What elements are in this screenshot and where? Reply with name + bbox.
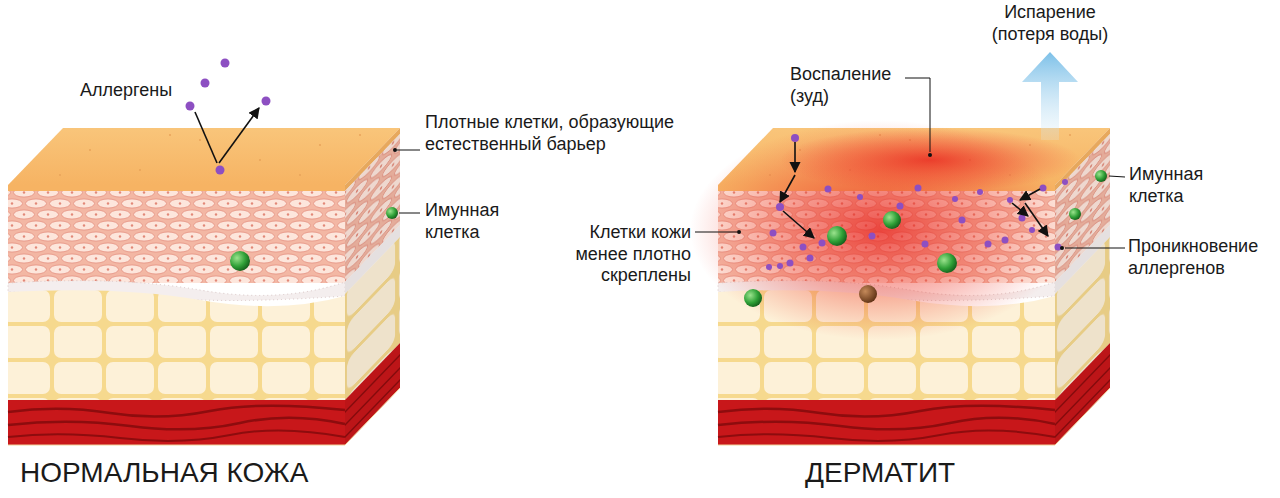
panel-title: ДЕРМАТИТ xyxy=(805,456,1105,490)
callout-label: Испарение (потеря воды) xyxy=(975,2,1125,45)
callout-label: Имунная клетка xyxy=(1129,164,1229,207)
dermatitis-skin xyxy=(690,52,1125,445)
callout-label: Имунная клетка xyxy=(425,200,520,243)
callout-label: Клетки кожи менее плотно скреплены xyxy=(555,222,691,287)
panel-title: НОРМАЛЬНАЯ КОЖА xyxy=(20,456,400,490)
callout-label: Аллергены xyxy=(80,80,190,102)
callout-label: Проникновение аллергенов xyxy=(1128,236,1276,279)
callout-label: Плотные клетки, образующие естественный … xyxy=(425,112,715,155)
callout-label: Воспаление (зуд) xyxy=(790,64,902,107)
normal-skin xyxy=(8,59,420,446)
